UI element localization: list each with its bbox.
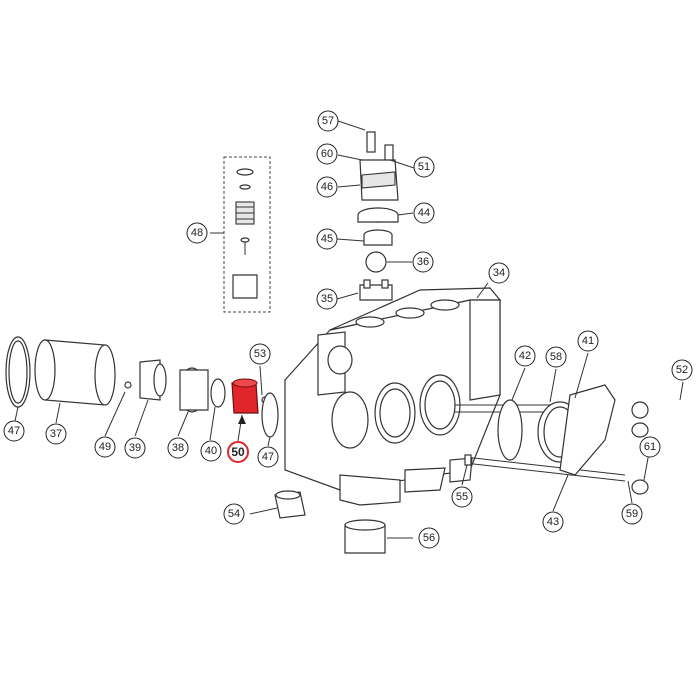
callout-circle [186,222,208,244]
callout-circle [621,503,643,525]
callout-label: 53 [254,348,266,360]
callout-41: 41 [577,330,599,352]
callout-circle [167,437,189,459]
callout-label: 59 [626,508,638,520]
callout-label: 48 [191,227,203,239]
callout-label: 49 [99,441,111,453]
callout-circle [316,176,338,198]
callout-43: 43 [542,511,564,533]
callout-55: 55 [451,486,473,508]
callout-circle [413,156,435,178]
callout-36: 36 [412,251,434,273]
callout-61: 61 [639,436,661,458]
callout-circle [418,527,440,549]
callout-circle [671,359,693,381]
callout-56: 56 [418,527,440,549]
right-side-parts [455,384,649,495]
bottom-parts [274,490,386,554]
callout-circle [542,511,564,533]
callout-circle [124,437,146,459]
callout-layer: 57 60 51 46 44 45 36 48 35 34 53 42 58 41 52 47 37 49 39 38… [3,110,693,549]
callout-circle [223,503,245,525]
callout-label: 41 [582,335,594,347]
callout-circle [249,343,271,365]
callout-circle [451,486,473,508]
callout-label: 56 [423,532,435,544]
callout-label: 54 [228,508,240,520]
callout-circle [227,441,249,463]
callout-51: 51 [413,156,435,178]
callout-circle [316,228,338,250]
callout-53: 53 [249,343,271,365]
callout-label: 40 [205,445,217,457]
callout-label: 44 [418,207,430,219]
callout-label: 35 [321,293,333,305]
leader-lines [14,120,684,539]
callout-45: 45 [316,228,338,250]
callout-circle [413,202,435,224]
callout-label: 55 [456,491,468,503]
parts-artwork [5,120,684,554]
callout-label: 51 [418,161,430,173]
callout-42: 42 [514,345,536,367]
callout-circle [200,440,222,462]
callout-44: 44 [413,202,435,224]
callout-58: 58 [545,346,567,368]
kit-box-48 [223,156,271,313]
callout-label: 52 [676,364,688,376]
callout-circle [3,420,25,442]
callout-38: 38 [167,437,189,459]
callout-circle [412,251,434,273]
callout-circle [45,423,67,445]
callout-label: 43 [547,516,559,528]
callout-circle [577,330,599,352]
callout-54: 54 [223,503,245,525]
callout-label: 61 [644,441,656,453]
left-side-parts [5,336,279,438]
callout-label: 47 [8,425,20,437]
callout-57: 57 [317,110,339,132]
callout-label: 58 [550,351,562,363]
callout-label: 57 [322,115,334,127]
callout-label: 37 [50,428,62,440]
callout-label: 34 [493,267,505,279]
callout-label: 36 [417,256,429,268]
valve-stack [357,131,399,273]
callout-label: 47 [262,451,274,463]
callout-circle [316,288,338,310]
callout-label: 42 [519,350,531,362]
callout-label: 38 [172,442,184,454]
callout-circle [545,346,567,368]
callout-49: 49 [94,436,116,458]
callout-circle [257,446,279,468]
callout-47a: 47 [3,420,25,442]
callout-label: 60 [321,148,333,160]
callout-52: 52 [671,359,693,381]
callout-40: 40 [200,440,222,462]
callout-60: 60 [316,143,338,165]
callout-circle [94,436,116,458]
callout-label: 39 [129,442,141,454]
callout-label: 45 [321,233,333,245]
callout-59: 59 [621,503,643,525]
callout-37: 37 [45,423,67,445]
callout-35: 35 [316,288,338,310]
callout-circle [639,436,661,458]
callout-47b: 47 [257,446,279,468]
callout-circle [316,143,338,165]
callout-50: 50 [227,441,249,463]
callout-label: 46 [321,181,333,193]
manifold-body [284,287,502,506]
callout-circle [514,345,536,367]
callout-39: 39 [124,437,146,459]
callout-46: 46 [316,176,338,198]
callout-34: 34 [488,262,510,284]
callout-48: 48 [186,222,208,244]
callout-label: 50 [231,445,245,459]
callout-circle [317,110,339,132]
valve-insert-35 [359,279,393,301]
callout-circle [488,262,510,284]
